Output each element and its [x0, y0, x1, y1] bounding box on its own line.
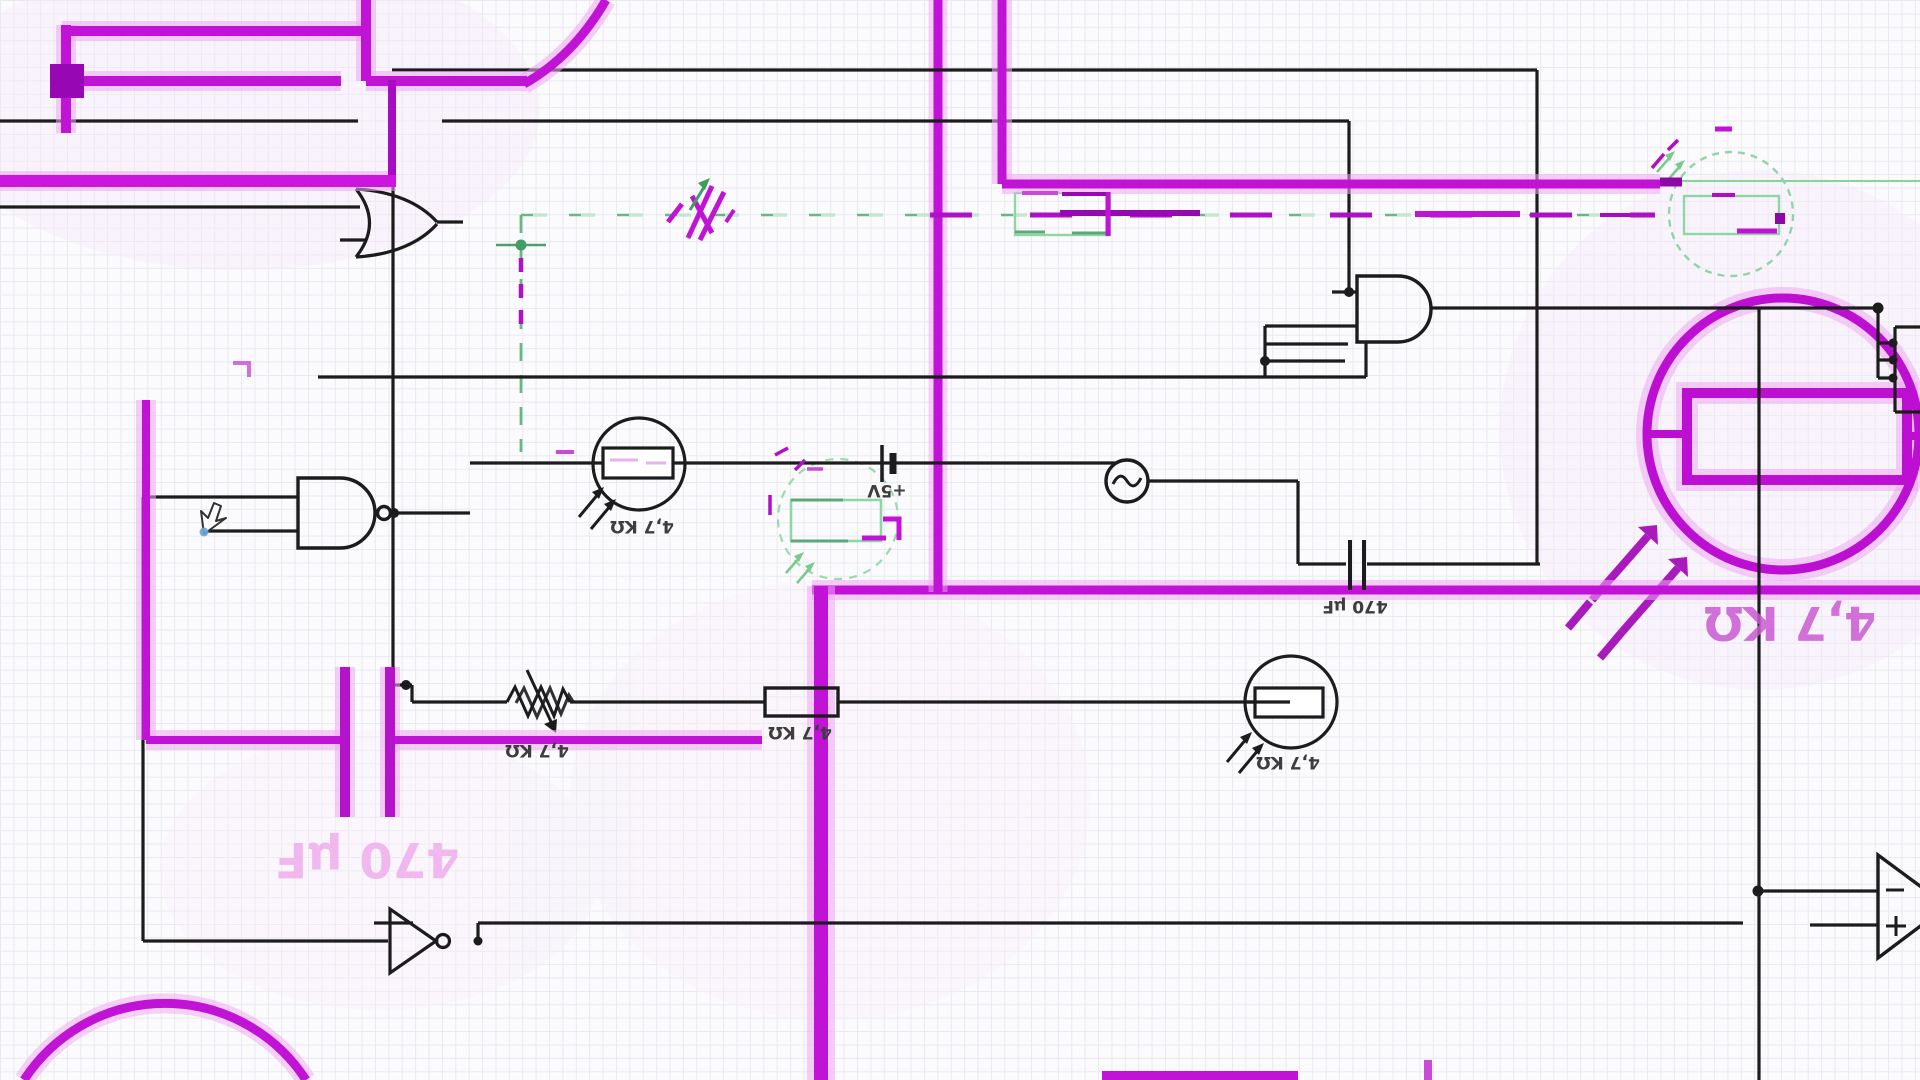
- cursor-anchor-dot: [199, 527, 209, 537]
- magenta-bus-upper: [0, 0, 1682, 817]
- and-gate[interactable]: [1355, 274, 1433, 344]
- label-resistor-2: 4,7 KΩ: [768, 722, 832, 742]
- resistor-2[interactable]: [763, 686, 840, 718]
- capacitor-2[interactable]: [1348, 540, 1366, 590]
- wires: [0, 68, 1920, 1080]
- components: [296, 187, 1920, 977]
- magenta-fragments: [233, 126, 1785, 541]
- photoresistor-big[interactable]: [1564, 287, 1920, 661]
- op-amp[interactable]: [1876, 851, 1920, 962]
- label-photoresistor-big: 4,7 KΩ: [1704, 596, 1876, 650]
- light-arrows-1: [577, 487, 616, 530]
- capacitor-1[interactable]: [142, 400, 762, 817]
- light-arrows-2: [1225, 732, 1264, 774]
- ghost-photoresistor-mid[interactable]: [776, 457, 900, 584]
- not-gate[interactable]: [388, 905, 452, 977]
- labels: 4,7 KΩ 4,7 KΩ 4,7 KΩ 4,7 KΩ 470 µF +5V 4…: [274, 480, 1876, 887]
- photoresistor-2[interactable]: [1225, 654, 1339, 774]
- battery[interactable]: [880, 445, 897, 482]
- nand-gate[interactable]: [296, 476, 393, 550]
- label-photoresistor-2: 4,7 KΩ: [1256, 752, 1320, 772]
- label-potentiometer: 4,7 KΩ: [505, 740, 569, 760]
- label-photoresistor-1: 4,7 KΩ: [610, 516, 674, 536]
- mouse-cursor: [199, 502, 227, 537]
- label-capacitor-1: 470 µF: [274, 831, 459, 887]
- label-capacitor-2: 470 µF: [1322, 596, 1388, 616]
- junction-dots: [389, 287, 1898, 946]
- photoresistor-1[interactable]: [577, 416, 687, 530]
- label-battery: +5V: [867, 480, 907, 500]
- ghost-junction-dot: [515, 239, 527, 251]
- ac-source[interactable]: [1104, 458, 1150, 504]
- potentiometer[interactable]: [505, 669, 576, 733]
